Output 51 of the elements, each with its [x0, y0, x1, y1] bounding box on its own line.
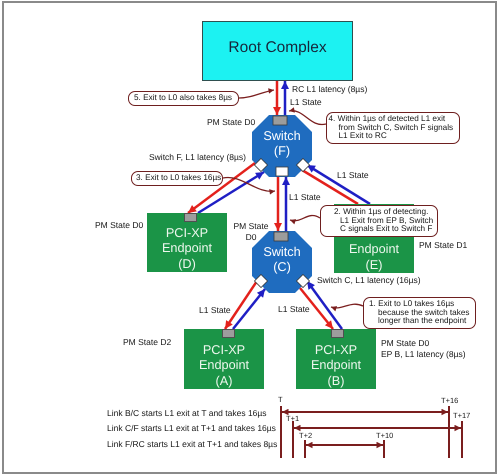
- arrow: [282, 177, 290, 231]
- power-state-label: PM State D0: [232, 220, 270, 242]
- power-state-label: PM State D0: [95, 220, 144, 230]
- power-state-label: PM State D2: [123, 337, 172, 347]
- endpoint-label: PCI-XP Endpoint (D): [160, 226, 214, 272]
- latency-label: Switch C, L1 latency (16µs): [317, 275, 421, 285]
- leader-arrow: [330, 304, 364, 311]
- switch-label: Switch (C): [262, 244, 302, 276]
- timing-note: Link B/C starts L1 exit at T and takes 16µs: [107, 408, 267, 418]
- endpoint-box: [184, 329, 264, 389]
- latency-label: EP B, L1 latency (8µs): [381, 349, 466, 359]
- arrow: [273, 81, 281, 115]
- arrow: [187, 162, 256, 214]
- leader-arrow: [290, 214, 320, 224]
- arrow: [274, 177, 282, 231]
- callout-tooltip: 2. Within 1µs of detecting. L1 Exit from EP B, Switch C signals Exit to Switch F: [320, 205, 438, 237]
- callout-tooltip: 1. Exit to L0 takes 16µs because the switch takes longer than the endpoint: [363, 297, 476, 329]
- link-state-label: L1 State: [289, 192, 321, 202]
- arrow: [299, 287, 334, 330]
- arrow: [197, 170, 265, 214]
- callout-tooltip: 3. Exit to L0 takes 16µs: [131, 171, 223, 186]
- power-state-label: PM State D0: [207, 117, 256, 127]
- callout-tooltip: 5. Exit to L0 also takes 8µs: [128, 91, 239, 106]
- leader-arrow: [222, 176, 276, 194]
- arrow: [306, 280, 344, 330]
- link-state-label: L1 State: [278, 304, 310, 314]
- timing-note: Link F/RC starts L1 exit at T+1 and takes 8µs: [107, 439, 278, 449]
- root-complex-label: Root Complex: [228, 39, 327, 57]
- power-state-label: PM State D0: [381, 338, 430, 348]
- root-complex-box: [202, 21, 353, 81]
- endpoint-label: PCI-XP Endpoint (B): [310, 342, 362, 389]
- power-state-label: PM State D1: [419, 240, 468, 250]
- leader-arrow: [238, 88, 274, 99]
- link-state-label: L1 State: [337, 170, 369, 180]
- latency-label: Switch F, L1 latency (8µs): [149, 152, 246, 162]
- timing-note: Link C/F starts L1 exit at T+1 and takes 16µs: [107, 423, 276, 433]
- switch-label: Switch (F): [262, 128, 302, 160]
- link-state-label: L1 State: [199, 305, 231, 315]
- arrow: [281, 81, 289, 115]
- arrow: [224, 280, 258, 330]
- connector-line: [301, 168, 359, 206]
- callout-tooltip: 4. Within 1µs of detected L1 exit from Switch C, Switch F signals L1 Exit to RC: [326, 112, 460, 144]
- leader-arrow: [288, 108, 326, 126]
- endpoint-label: PCI-XP Endpoint (A): [198, 342, 250, 389]
- arrow: [232, 288, 266, 330]
- endpoint-box: [147, 213, 227, 272]
- link-state-label: L1 State: [290, 97, 322, 107]
- latency-label: RC L1 latency (8µs): [292, 84, 368, 94]
- arrow: [306, 164, 371, 206]
- endpoint-box: [296, 329, 376, 389]
- endpoint-label: Endpoint (E): [348, 242, 400, 273]
